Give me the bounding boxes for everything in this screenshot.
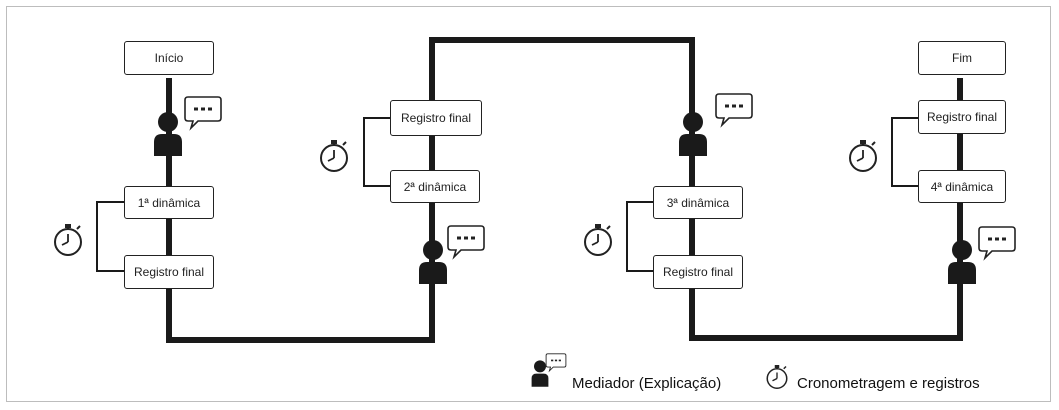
step-2-final-record: Registro final bbox=[390, 100, 482, 136]
stopwatch-icon bbox=[320, 139, 348, 172]
mediator-person-icon bbox=[419, 240, 447, 284]
step-3-final-record: Registro final bbox=[653, 255, 743, 289]
stopwatch-icon bbox=[584, 223, 612, 256]
legend-mediator-label: Mediador (Explicação) bbox=[572, 375, 722, 392]
legend-bubble-icon bbox=[545, 353, 567, 372]
main-flow-line bbox=[166, 37, 963, 343]
mediator-person-icon bbox=[679, 112, 707, 156]
step-2-dynamic: 2ª dinâmica bbox=[390, 170, 480, 203]
step-1-dynamic: 1ª dinâmica bbox=[124, 186, 214, 219]
legend-stopwatch-icon bbox=[766, 364, 788, 389]
legend-timer-label: Cronometragem e registros bbox=[797, 375, 980, 392]
stopwatch-icon bbox=[54, 223, 82, 256]
step-1-final-record: Registro final bbox=[124, 255, 214, 289]
mediator-person-icon bbox=[154, 112, 182, 156]
speech-bubble-icon bbox=[447, 225, 485, 258]
step-4-final-record: Registro final bbox=[918, 100, 1006, 134]
step-3-dynamic: 3ª dinâmica bbox=[653, 186, 743, 219]
start-node: Início bbox=[124, 41, 214, 75]
step-4-dynamic: 4ª dinâmica bbox=[918, 170, 1006, 203]
end-node: Fim bbox=[918, 41, 1006, 75]
diagram-frame bbox=[6, 6, 1051, 402]
mediator-person-icon bbox=[948, 240, 976, 284]
speech-bubble-icon bbox=[715, 93, 753, 126]
speech-bubble-icon bbox=[978, 226, 1016, 259]
timer-brackets bbox=[96, 117, 918, 272]
stopwatch-icon bbox=[849, 139, 877, 172]
speech-bubble-icon bbox=[184, 96, 222, 129]
